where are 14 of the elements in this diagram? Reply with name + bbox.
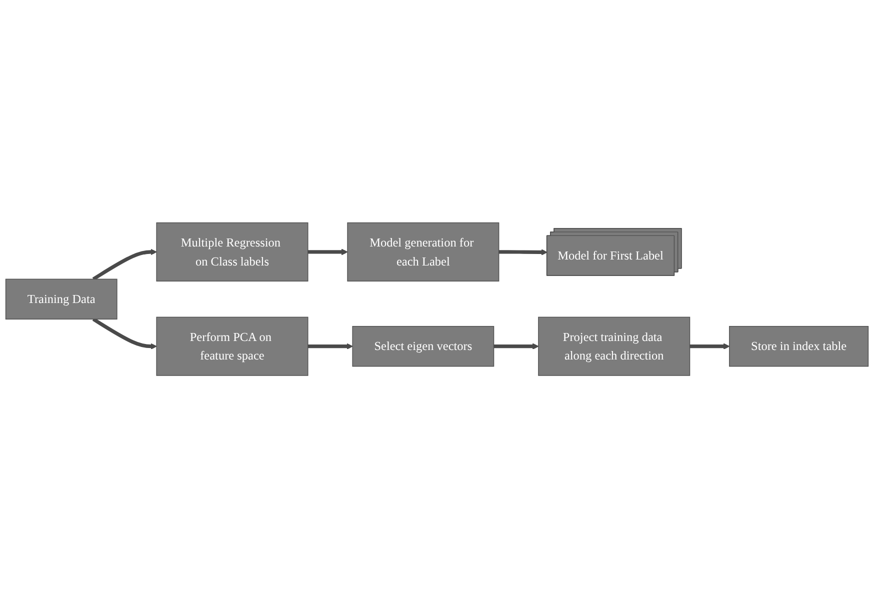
node-box: Store in index table: [729, 326, 869, 368]
arrow: [494, 344, 539, 350]
node-box: Select eigen vectors: [352, 326, 494, 368]
node-box: Project training data along each direction: [538, 317, 690, 376]
arrow: [92, 249, 157, 282]
arrow: [308, 344, 353, 350]
node-box: Model generation for each Label: [347, 222, 500, 282]
node-box: Training Data: [5, 279, 118, 320]
node-box: Perform PCA on feature space: [156, 317, 308, 376]
node-box: Multiple Regression on Class labels: [156, 222, 308, 282]
arrow: [92, 318, 157, 350]
arrow: [498, 249, 548, 256]
arrow: [308, 249, 348, 256]
arrow: [690, 344, 730, 350]
